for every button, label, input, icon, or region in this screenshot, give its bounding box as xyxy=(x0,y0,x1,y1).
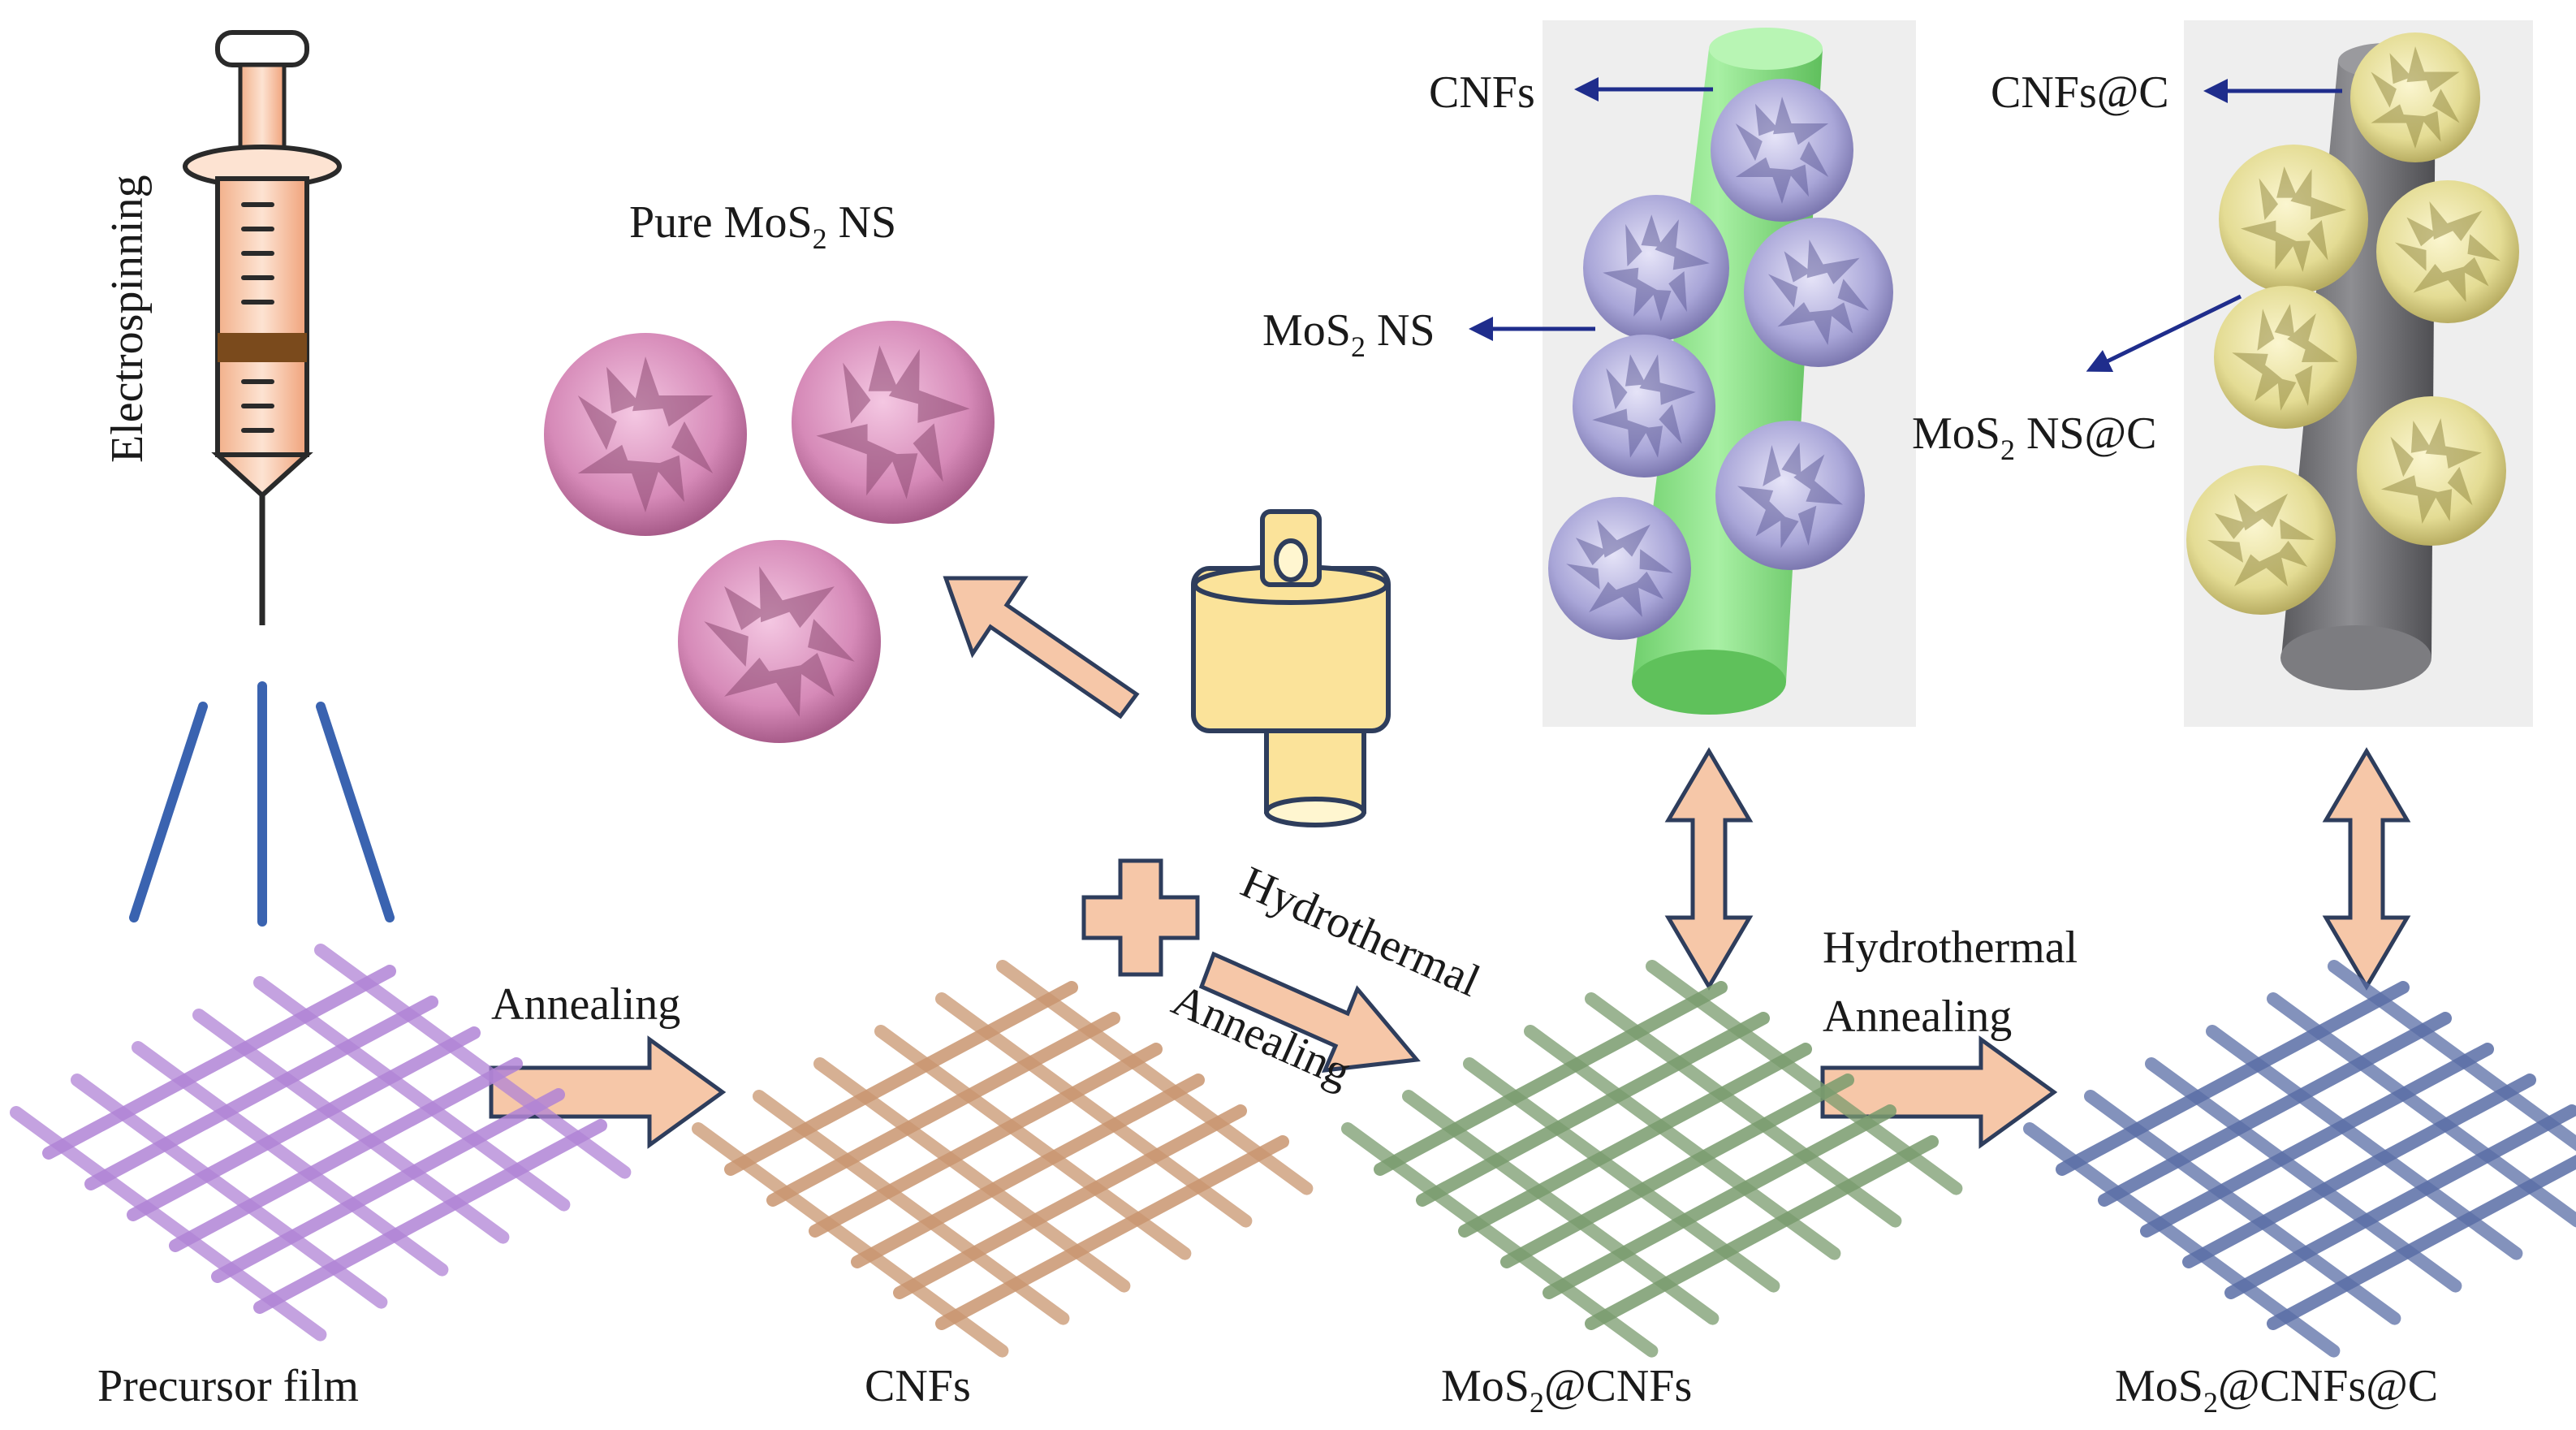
mesh-fiber xyxy=(851,1074,1205,1268)
mesh-fiber xyxy=(1374,981,1728,1176)
mesh-fiber xyxy=(71,1074,388,1309)
double-arrow-left xyxy=(1664,747,1754,991)
mos2-cnfs-c-label: MoS2@CNFs@C xyxy=(2115,1361,2438,1419)
mesh-fiber xyxy=(893,1104,1247,1299)
cnfs-at-c-label: CNFs@C xyxy=(1991,67,2169,118)
mesh-fiber xyxy=(84,996,438,1190)
mesh-fiber xyxy=(2206,1025,2523,1260)
mesh-fiber xyxy=(2098,1012,2452,1207)
mesh-fiber xyxy=(314,944,632,1179)
mesh-fiber xyxy=(809,1043,1163,1238)
mesh-fiber xyxy=(1524,1025,1841,1260)
mesh-fiber xyxy=(935,992,1253,1228)
pure-mos2-ns-label: Pure MoS2 NS xyxy=(629,197,896,255)
mesh-fiber xyxy=(1585,1135,1939,1330)
precursor-film-label: Precursor film xyxy=(97,1361,359,1411)
mesh-fiber xyxy=(1402,1090,1719,1325)
mesh-fiber xyxy=(2224,1104,2576,1299)
mesh-fiber xyxy=(42,965,396,1160)
mesh-fiber xyxy=(753,1090,1070,1325)
mesh-fiber xyxy=(1585,992,1902,1228)
mesh-fiber xyxy=(935,1135,1289,1330)
mesh-fiber xyxy=(169,1057,523,1252)
mos2-nanosheet-cluster xyxy=(544,321,995,743)
mos2-nanosheets-carbon-coated xyxy=(2186,32,2519,615)
mesh-fiber xyxy=(132,1041,449,1277)
hydrothermal-label-2: Hydrothermal xyxy=(1823,922,2078,973)
mos2-cnfs-label: MoS2@CNFs xyxy=(1441,1361,1692,1419)
mesh-fiber xyxy=(2084,1090,2401,1325)
mesh-fiber xyxy=(1646,960,1963,1195)
mos2-ns-label: MoS2 NS xyxy=(1262,305,1435,363)
mesh-fiber xyxy=(813,1057,1131,1293)
mesh-fiber xyxy=(1463,1057,1780,1293)
mesh-fiber xyxy=(253,976,571,1212)
mesh-fiber xyxy=(1543,1104,1896,1299)
mesh-fiber xyxy=(996,960,1314,1195)
mesh-fiber xyxy=(2145,1057,2462,1293)
mesh-fiber xyxy=(1500,1074,1854,1268)
arrow-hydrothermal-annealing xyxy=(1198,951,1421,1073)
mesh-fiber xyxy=(2023,1122,2341,1358)
mos2-nanosheet xyxy=(678,540,881,743)
mesh-fiber xyxy=(127,1026,481,1221)
mesh-fiber xyxy=(2267,992,2576,1228)
mesh-fiber xyxy=(2182,1074,2536,1268)
electrospinning-label: Electrospinning xyxy=(102,175,153,463)
mesh-fiber xyxy=(253,1119,607,1314)
mesh-fiber xyxy=(874,1025,1192,1260)
spray-lines xyxy=(129,681,395,927)
mos2-cnfs-mesh xyxy=(1341,960,1963,1358)
mesh-fiber xyxy=(192,1009,510,1244)
mesh-fiber xyxy=(2056,981,2410,1176)
precursor-film-mesh xyxy=(10,944,632,1341)
mos2-cnfs-c-mesh xyxy=(2023,960,2576,1358)
cnfs-top-label: CNFs xyxy=(1429,67,1535,118)
mesh-fiber xyxy=(10,1106,327,1341)
cnfs-bottom-label: CNFs xyxy=(865,1361,971,1411)
annealing-label-3: Annealing xyxy=(1823,991,2012,1042)
double-arrow-right xyxy=(2322,747,2411,991)
annealing-label-1: Annealing xyxy=(491,979,680,1030)
autoclave-icon xyxy=(1191,509,1391,827)
pointer-arrow-mos2-ns-c xyxy=(2086,294,2242,372)
mesh-fiber xyxy=(2328,960,2576,1151)
mesh-fiber xyxy=(211,1088,565,1283)
mesh-fiber xyxy=(724,981,1078,1176)
arrow-to-pure-mos2 xyxy=(943,576,1140,719)
mesh-fiber xyxy=(1416,1012,1770,1207)
mos2-nanosheet xyxy=(792,321,995,524)
mesh-fiber xyxy=(1458,1043,1812,1238)
cnfs-mesh xyxy=(692,960,1314,1358)
mesh-fiber xyxy=(2140,1043,2494,1238)
mesh-fiber xyxy=(1341,1122,1659,1358)
mesh-fiber xyxy=(692,1122,1009,1358)
mesh-fiber xyxy=(2267,1155,2576,1330)
mesh-fiber xyxy=(766,1012,1120,1207)
plus-icon xyxy=(1081,858,1200,977)
mos2-nanosheet xyxy=(544,333,747,536)
mos2-ns-c-label: MoS2 NS@C xyxy=(1912,408,2156,466)
mos2-nanosheets-on-cnf xyxy=(1548,79,1893,640)
syringe-icon xyxy=(183,30,342,625)
